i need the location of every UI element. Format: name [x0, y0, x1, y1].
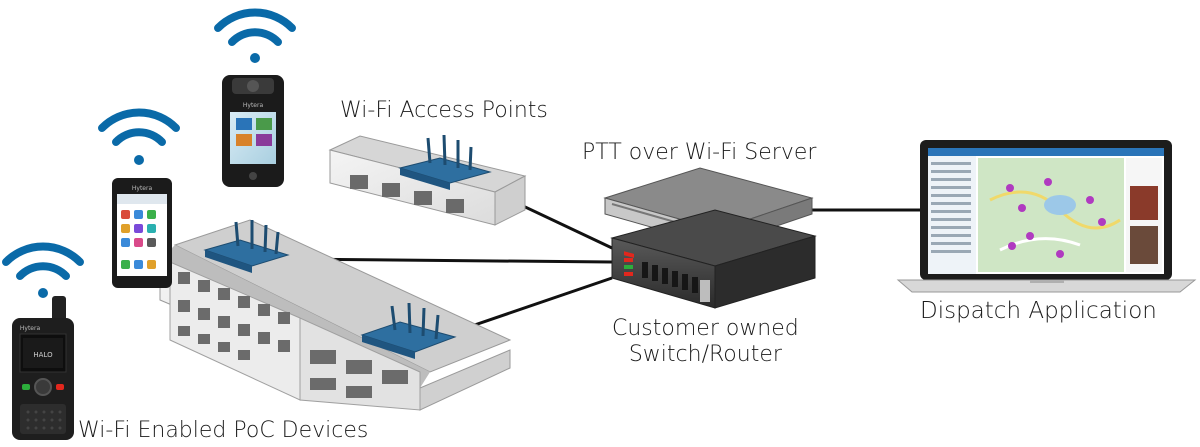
- label-dispatch-application: Dispatch Application: [920, 298, 1157, 324]
- label-switch-line1: Customer owned: [612, 316, 799, 341]
- smartphone-device: Hytera: [112, 178, 172, 288]
- wifi-signal-icon-bodycam: [214, 8, 296, 63]
- port-array: [642, 262, 698, 293]
- label-poc-devices: Wi-Fi Enabled PoC Devices: [78, 418, 369, 443]
- smartphone-brand: Hytera: [132, 185, 153, 192]
- radio-screen-text: HALO: [33, 351, 53, 359]
- bodycam-brand: Hytera: [243, 102, 264, 109]
- laptop: [896, 140, 1197, 293]
- label-switch-line2: Switch/Router: [628, 342, 782, 367]
- label-ptt-server: PTT over Wi-Fi Server: [582, 140, 817, 165]
- switch-router: [610, 209, 817, 309]
- wifi-signal-icon-radio: [2, 242, 84, 298]
- dispatch-map: [978, 158, 1124, 272]
- wifi-signal-icon-smartphone: [98, 108, 180, 165]
- line-ap-middle-to-switch: [281, 257, 613, 264]
- body-camera-device: Hytera: [222, 75, 284, 187]
- label-wifi-access-points: Wi-Fi Access Points: [340, 98, 548, 123]
- status-leds: [624, 258, 633, 276]
- handheld-radio-device: Hytera HALO: [12, 296, 74, 440]
- access-point-top: [398, 134, 492, 190]
- line-ap-bottom-to-switch: [459, 276, 613, 332]
- radio-brand: Hytera: [20, 325, 41, 332]
- label-switch-router: Customer owned Switch/Router: [612, 316, 799, 368]
- access-point-middle: [203, 220, 290, 273]
- access-point-bottom: [360, 302, 457, 359]
- status-led-red: [624, 251, 634, 258]
